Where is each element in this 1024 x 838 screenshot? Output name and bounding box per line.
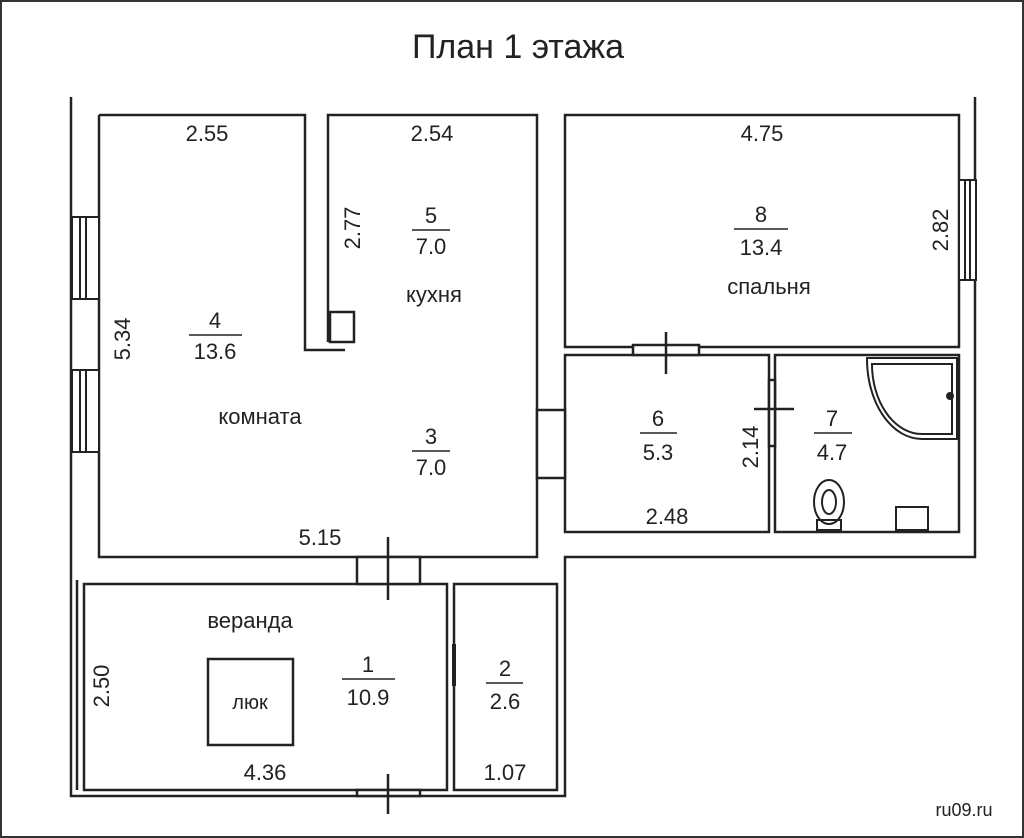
dim-label: 4.75 [741,121,784,146]
hatch-label: люк [232,692,268,714]
room-7-number: 7 [826,406,838,431]
room-4-number: 4 [209,308,221,333]
room-6-number: 6 [652,406,664,431]
room-5-number: 5 [425,203,437,228]
room-6-area: 5.3 [643,440,674,465]
wall-room-2 [452,582,559,792]
room-8-area: 13.4 [740,235,783,260]
wall-room-1 [82,582,449,792]
room-8-name: спальня [727,274,811,299]
hatch-icon [206,657,295,747]
room-7-area: 4.7 [817,440,848,465]
window-icon [71,179,977,453]
dim-label: 5.15 [299,525,342,550]
sink-icon [895,506,929,531]
wall-room-7 [773,353,961,534]
dim-label: 4.36 [244,760,287,785]
wall-room-4 [97,113,539,559]
room-4-area: 13.6 [194,339,237,364]
dim-label: 2.50 [89,665,114,708]
room-3-number: 3 [425,424,437,449]
room-1-area: 10.9 [347,685,390,710]
room-1-number: 1 [362,652,374,677]
dim-label: 2.14 [738,426,763,469]
room-3-area: 7.0 [416,455,447,480]
plan-title: План 1 этажа [412,28,624,66]
room-4-name: комната [218,404,302,429]
dim-label: 2.48 [646,504,689,529]
room-5-name: кухня [406,282,462,307]
dim-label: 1.07 [484,760,527,785]
door-icon [355,332,794,814]
chimney-icon [328,310,356,344]
shower-icon [865,357,958,440]
dim-label: 5.34 [110,318,135,361]
dim-label: 2.82 [928,209,953,252]
wall-room-8 [563,113,961,349]
toilet-icon [813,479,845,531]
site-label: ru09.ru [935,800,992,820]
dim-label: 2.77 [340,207,365,250]
room-8-number: 8 [755,202,767,227]
room-1-name: веранда [207,608,293,633]
outer-wall [69,97,977,798]
room-2-area: 2.6 [490,689,521,714]
dim-label: 2.54 [411,121,454,146]
dim-label: 2.55 [186,121,229,146]
room-5-area: 7.0 [416,234,447,259]
room-2-number: 2 [499,656,511,681]
